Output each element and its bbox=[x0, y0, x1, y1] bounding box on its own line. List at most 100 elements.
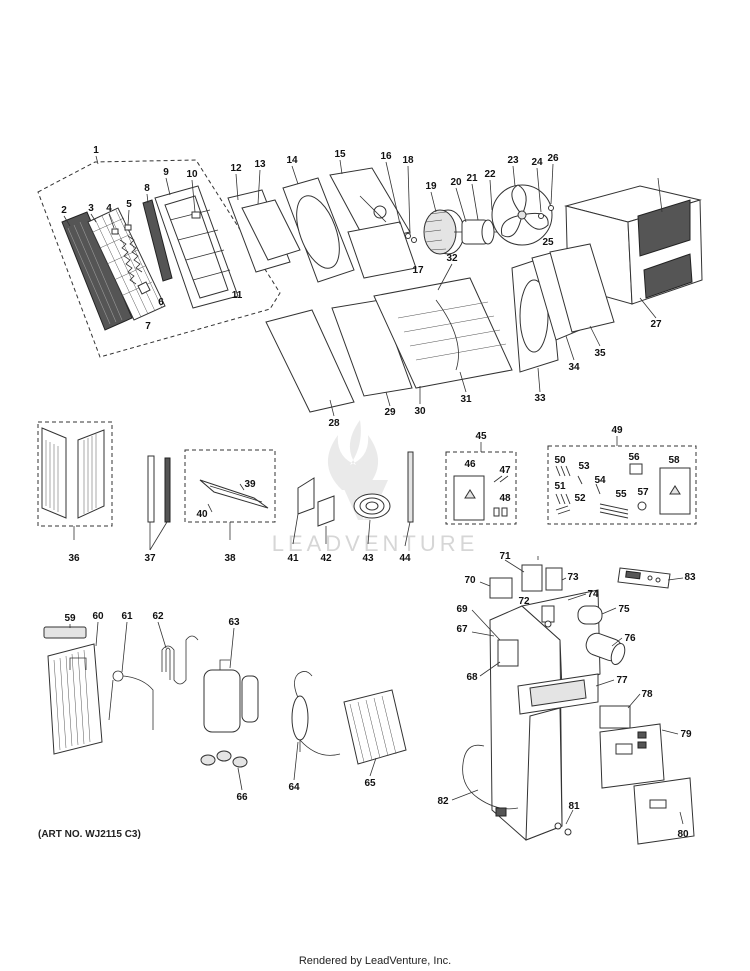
callout-74: 74 bbox=[587, 589, 599, 600]
callout-43: 43 bbox=[362, 553, 374, 564]
label-78 bbox=[599, 705, 631, 729]
callout-4: 4 bbox=[106, 203, 112, 214]
discharge-tube bbox=[161, 635, 199, 685]
relay-70 bbox=[489, 577, 513, 599]
control-overlay-80 bbox=[633, 777, 695, 845]
callout-56: 56 bbox=[628, 452, 640, 463]
callout-11: 11 bbox=[232, 290, 243, 301]
callout-71: 71 bbox=[499, 551, 511, 562]
callout-5: 5 bbox=[126, 199, 132, 210]
louver-clips bbox=[111, 224, 151, 295]
remote-control-83 bbox=[617, 567, 671, 589]
evaporator-coil bbox=[343, 689, 407, 765]
hardware-47-48 bbox=[493, 475, 509, 517]
callout-23: 23 bbox=[507, 155, 519, 166]
callout-79: 79 bbox=[680, 729, 692, 740]
callout-51: 51 bbox=[554, 481, 566, 492]
callout-47: 47 bbox=[499, 465, 511, 476]
callout-40: 40 bbox=[196, 509, 208, 520]
motor-mount-16-18 bbox=[347, 221, 417, 279]
callout-55: 55 bbox=[615, 489, 627, 500]
callout-58: 58 bbox=[668, 455, 680, 466]
washer-24 bbox=[538, 213, 544, 219]
compressor bbox=[200, 659, 259, 768]
callout-17: 17 bbox=[412, 265, 424, 276]
callout-67: 67 bbox=[456, 624, 468, 635]
callout-27: 27 bbox=[650, 319, 662, 330]
relay-71 bbox=[521, 564, 543, 592]
callout-80: 80 bbox=[677, 829, 689, 840]
group-49-enclosure bbox=[547, 445, 697, 525]
callout-34: 34 bbox=[568, 362, 580, 373]
art-number: (ART NO. WJ2115 C3) bbox=[38, 829, 141, 840]
callout-15: 15 bbox=[334, 149, 346, 160]
callout-41: 41 bbox=[287, 553, 299, 564]
callout-72: 72 bbox=[518, 596, 530, 607]
callout-45: 45 bbox=[475, 431, 487, 442]
callout-21: 21 bbox=[466, 173, 478, 184]
callout-6: 6 bbox=[158, 297, 164, 308]
callout-7: 7 bbox=[145, 321, 151, 332]
control-panel-79 bbox=[599, 723, 665, 789]
callout-62: 62 bbox=[152, 611, 164, 622]
bracket-41 bbox=[297, 477, 315, 515]
suction-tube bbox=[291, 671, 341, 756]
callout-31: 31 bbox=[460, 394, 472, 405]
side-curtains bbox=[41, 427, 105, 519]
panel-13 bbox=[241, 199, 301, 261]
callout-76: 76 bbox=[624, 633, 636, 644]
panel-29 bbox=[331, 299, 413, 397]
callout-26: 26 bbox=[547, 153, 559, 164]
support-angle bbox=[199, 479, 269, 509]
callout-10: 10 bbox=[186, 169, 198, 180]
callout-labels: 1 2 3 4 5 6 7 8 9 10 11 12 13 14 15 16 1… bbox=[61, 145, 696, 840]
callout-19: 19 bbox=[425, 181, 437, 192]
callout-77: 77 bbox=[616, 675, 628, 686]
callout-68: 68 bbox=[466, 672, 478, 683]
power-cord-82 bbox=[462, 744, 519, 817]
front-grille bbox=[61, 211, 133, 331]
watermark-text: LEADVENTURE bbox=[272, 531, 479, 556]
callout-78: 78 bbox=[641, 689, 653, 700]
group-36-enclosure bbox=[37, 421, 113, 527]
callout-38: 38 bbox=[224, 553, 236, 564]
partition-35 bbox=[549, 243, 615, 333]
blower-wheel bbox=[423, 209, 465, 255]
fan-motor bbox=[454, 219, 502, 245]
watermark-logo bbox=[327, 420, 388, 520]
callout-28: 28 bbox=[328, 418, 340, 429]
outer-cabinet bbox=[564, 177, 703, 305]
callout-83: 83 bbox=[684, 572, 696, 583]
weather-seals bbox=[147, 455, 171, 523]
callout-1: 1 bbox=[93, 145, 99, 156]
callout-52: 52 bbox=[574, 493, 586, 504]
callout-12: 12 bbox=[230, 163, 242, 174]
footer-credit: Rendered by LeadVenture, Inc. bbox=[298, 955, 452, 967]
callout-42: 42 bbox=[320, 553, 332, 564]
callout-65: 65 bbox=[364, 778, 376, 789]
base-pan bbox=[373, 277, 513, 389]
callout-63: 63 bbox=[228, 617, 240, 628]
manual-46 bbox=[453, 475, 485, 521]
callout-57: 57 bbox=[637, 487, 649, 498]
callout-35: 35 bbox=[594, 348, 606, 359]
capacitor-76 bbox=[585, 632, 626, 666]
bracket-75 bbox=[577, 605, 603, 625]
callout-16: 16 bbox=[380, 151, 392, 162]
callout-53: 53 bbox=[578, 461, 590, 472]
callout-18: 18 bbox=[402, 155, 414, 166]
callout-50: 50 bbox=[554, 455, 566, 466]
callout-3: 3 bbox=[88, 203, 94, 214]
condenser-coil bbox=[47, 643, 103, 755]
control-box-assembly bbox=[489, 589, 601, 841]
callout-39: 39 bbox=[244, 479, 256, 490]
callout-59: 59 bbox=[64, 613, 76, 624]
clip-10 bbox=[191, 211, 201, 219]
callout-22: 22 bbox=[484, 169, 496, 180]
condenser-fan-blade bbox=[491, 184, 553, 246]
foam-roll bbox=[353, 493, 391, 519]
front-panel-frame bbox=[154, 185, 239, 309]
evaporator-housing bbox=[282, 177, 355, 283]
callout-46: 46 bbox=[464, 459, 476, 470]
